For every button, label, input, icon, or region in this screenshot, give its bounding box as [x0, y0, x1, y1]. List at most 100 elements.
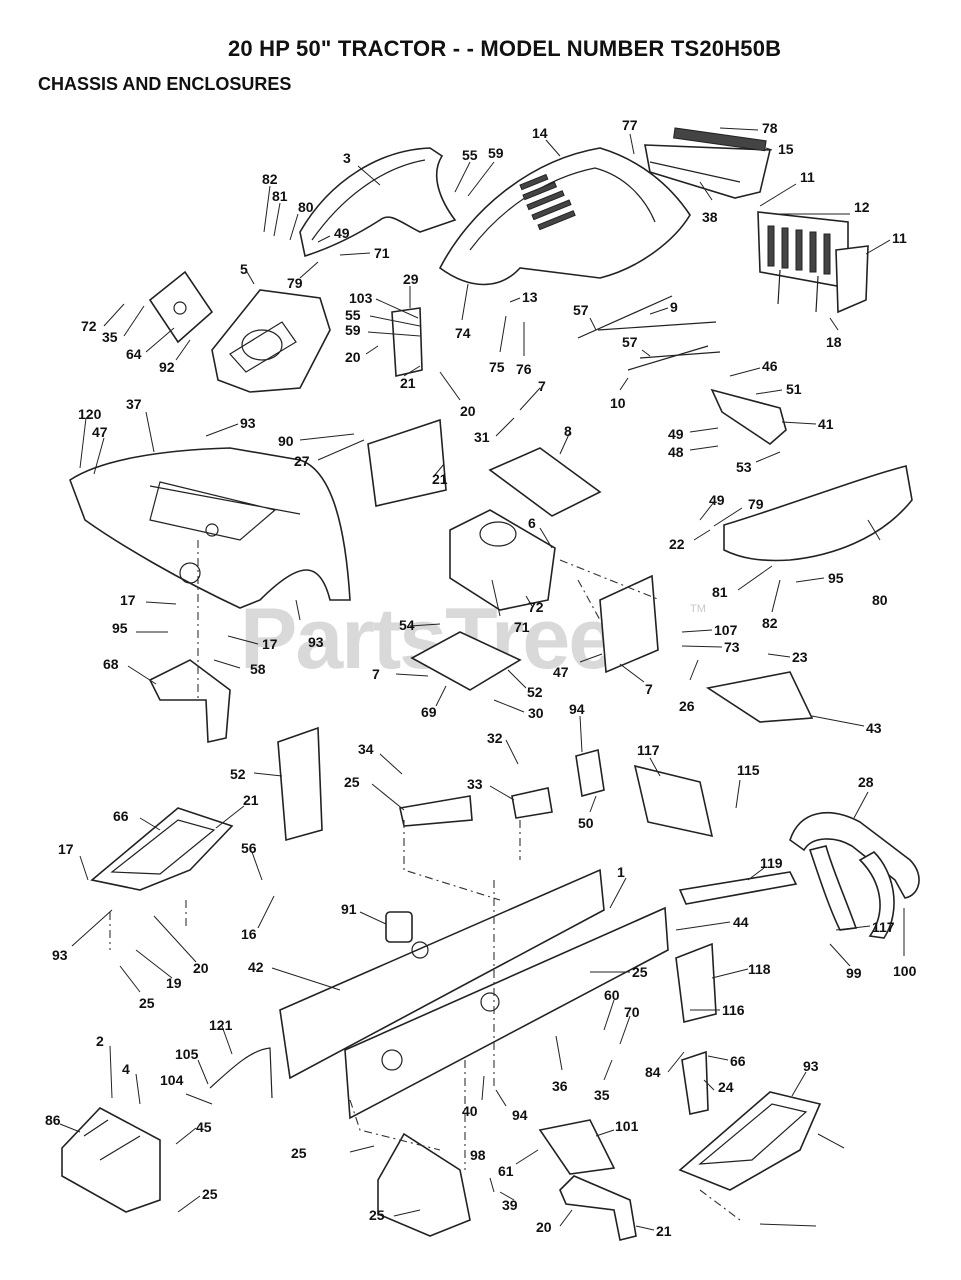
part-bracket-50 — [633, 764, 714, 838]
callout: 71 — [374, 245, 390, 261]
callout: 49 — [668, 426, 684, 442]
callout: 79 — [287, 275, 303, 291]
callout: 25 — [202, 1186, 218, 1202]
watermark-tm: TM — [690, 603, 706, 615]
callout: 105 — [175, 1046, 199, 1062]
callout: 82 — [762, 615, 778, 631]
callout: 11 — [800, 169, 815, 185]
part-footrest-28 — [90, 807, 234, 891]
callout: 68 — [103, 656, 119, 672]
part-bracket-40 — [538, 1119, 616, 1175]
callout: 80 — [872, 592, 888, 608]
part-bar-116 — [678, 871, 798, 905]
callout: 5 — [240, 261, 248, 277]
callout: 45 — [196, 1119, 212, 1135]
page-title: 20 HP 50" TRACTOR - - MODEL NUMBER TS20H… — [228, 36, 782, 61]
callout: 2 — [96, 1033, 104, 1049]
callout: 120 — [78, 406, 102, 422]
callout: 48 — [668, 444, 684, 460]
callout: 52 — [230, 766, 246, 782]
callout: 94 — [569, 701, 585, 717]
callout: 7 — [372, 666, 380, 682]
callout: 17 — [120, 592, 136, 608]
part-enclosure-6 — [449, 509, 556, 611]
part-grille-15-38 — [644, 127, 772, 199]
part-bracket-58 — [148, 659, 231, 743]
callout: 118 — [748, 961, 771, 977]
callout: 72 — [528, 599, 544, 615]
part-lever-99 — [209, 1047, 273, 1099]
callout: 100 — [893, 963, 917, 979]
callout: 23 — [792, 649, 808, 665]
part-plate-30 — [410, 631, 522, 691]
callout: 98 — [470, 1147, 486, 1163]
section-title: CHASSIS AND ENCLOSURES — [38, 74, 292, 94]
callout: 52 — [527, 684, 543, 700]
callout: 51 — [786, 381, 802, 397]
callout: 33 — [467, 776, 483, 792]
callout: 55 — [462, 147, 478, 163]
part-plate-8 — [488, 447, 602, 517]
callout: 32 — [487, 730, 503, 746]
callout: 86 — [45, 1112, 61, 1128]
callout: 31 — [474, 429, 490, 445]
callout: 4 — [122, 1061, 130, 1077]
callout: 79 — [748, 496, 764, 512]
part-mat-69 — [705, 671, 814, 723]
callout: 41 — [818, 416, 834, 432]
callout: 93 — [52, 947, 68, 963]
part-frame-rails-91-1 — [279, 868, 669, 1120]
part-bracket-34 — [399, 795, 473, 827]
callout: 95 — [112, 620, 128, 636]
callout: 10 — [610, 395, 626, 411]
callout: 39 — [502, 1197, 518, 1213]
callout: 35 — [594, 1087, 610, 1103]
assembly-lines — [109, 540, 741, 1221]
part-bracket-98 — [377, 1132, 471, 1237]
callout: 9 — [670, 299, 678, 315]
callout: 17 — [58, 841, 74, 857]
callout: 59 — [345, 322, 361, 338]
callout: 30 — [528, 705, 544, 721]
callout: 49 — [334, 225, 350, 241]
callout: 42 — [248, 959, 264, 975]
part-grille-panels-12-18 — [757, 211, 869, 314]
callout: 25 — [344, 774, 360, 790]
callout: 40 — [462, 1103, 478, 1119]
callout: 27 — [294, 453, 310, 469]
callout: 20 — [193, 960, 209, 976]
callout: 13 — [522, 289, 538, 305]
callout: 74 — [455, 325, 471, 341]
callout: 95 — [828, 570, 844, 586]
callout: 14 — [532, 125, 548, 141]
callout: 22 — [669, 536, 685, 552]
callout: 21 — [243, 792, 259, 808]
callout: 73 — [724, 639, 740, 655]
callout: 81 — [272, 188, 288, 204]
callout: 37 — [126, 396, 142, 412]
part-plate-43 — [277, 726, 323, 842]
callout: 21 — [400, 375, 416, 391]
callout: 25 — [632, 964, 648, 980]
part-hood-14 — [438, 147, 691, 286]
callout: 54 — [399, 617, 415, 633]
callout: 119 — [760, 855, 783, 871]
part-side-panel-3 — [299, 147, 457, 258]
watermark: PartsTree — [240, 591, 614, 687]
part-bracket-84 — [681, 1050, 709, 1115]
callout: 46 — [762, 358, 778, 374]
callout: 12 — [854, 199, 870, 215]
callout: 70 — [624, 1004, 640, 1020]
callout: 18 — [826, 334, 842, 350]
callout: 16 — [241, 926, 257, 942]
callout: 15 — [778, 141, 794, 157]
callout: 57 — [573, 302, 589, 318]
callout: 24 — [718, 1079, 734, 1095]
callout: 76 — [516, 361, 532, 377]
callout: 94 — [512, 1107, 528, 1123]
callout: 116 — [722, 1002, 745, 1018]
callout: 29 — [403, 271, 419, 287]
callout: 7 — [538, 378, 546, 394]
